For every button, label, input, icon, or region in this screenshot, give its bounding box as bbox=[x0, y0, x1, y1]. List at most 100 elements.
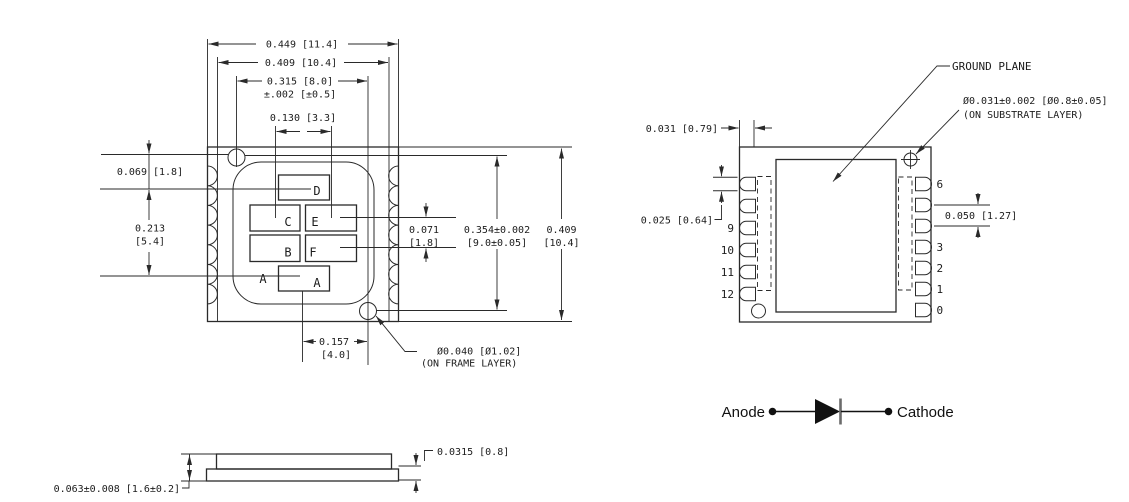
castellation-pad bbox=[739, 176, 756, 192]
label-connector bbox=[424, 450, 433, 461]
frame-hole-callout: Ø0.040 [Ø1.02] (ON FRAME LAYER) bbox=[375, 315, 521, 370]
pin-label-12: 12 bbox=[721, 288, 734, 301]
pad-f bbox=[304, 234, 358, 263]
dim-label: 0.063±0.008 [1.6±0.2] bbox=[54, 484, 180, 495]
callout-note: (ON FRAME LAYER) bbox=[421, 359, 517, 370]
dim-label: 0.409 [10.4] bbox=[265, 58, 337, 69]
castellation-pad bbox=[739, 220, 756, 236]
anode-dot bbox=[768, 407, 777, 416]
label-connector bbox=[182, 481, 190, 489]
leader-line bbox=[832, 65, 950, 182]
pin-labels-right: 6 3 2 1 0 bbox=[937, 178, 944, 317]
leader-line bbox=[915, 109, 960, 155]
dim-label-mm: [1.8] bbox=[409, 238, 439, 249]
dim-fiducial-spacing-x: 0.315 [8.0] ±.002 [±0.5] bbox=[236, 76, 369, 365]
frame-layer bbox=[215, 453, 393, 470]
ground-plane bbox=[775, 158, 897, 313]
ground-plane-callout: GROUND PLANE bbox=[832, 60, 1031, 182]
dim-body-height: 0.409 [10.4] bbox=[398, 146, 580, 322]
pad-label-f: F bbox=[309, 246, 316, 260]
pad-label-d: D bbox=[313, 184, 320, 198]
dim-label: 0.213 bbox=[135, 224, 165, 235]
dim-total-thickness: 0.063±0.008 [1.6±0.2] bbox=[54, 453, 217, 495]
substrate-hole-callout: Ø0.031±0.002 [Ø0.8±0.05] (ON SUBSTRATE L… bbox=[915, 95, 1108, 155]
side-view: 0.063±0.008 [1.6±0.2] 0.0315 [0.8] bbox=[54, 447, 510, 495]
package-outline bbox=[206, 146, 400, 323]
pin-label-1: 1 bbox=[937, 283, 944, 296]
dim-label-mm: [9.0±0.05] bbox=[467, 238, 527, 249]
castellation-pad bbox=[739, 264, 756, 280]
dim-label-mm: [4.0] bbox=[321, 350, 351, 361]
substrate-pad-boundary-left bbox=[757, 176, 772, 291]
pad-label-a: A bbox=[313, 276, 321, 290]
castellation-pads-left bbox=[739, 176, 756, 302]
dim-label: 0.071 bbox=[409, 225, 439, 236]
dim-pad-width: 0.025 [0.64] bbox=[641, 165, 738, 227]
frame-layer-outline bbox=[232, 161, 375, 305]
diode-triangle-icon bbox=[815, 399, 840, 424]
top-view: D C E B F A 0.449 [11.4] 0.409 [10.4] 0.… bbox=[100, 39, 580, 370]
substrate-layer bbox=[205, 468, 400, 482]
dim-fiducial-spacing-y: 0.354±0.002 [9.0±0.05] bbox=[245, 155, 530, 311]
pad-e bbox=[304, 204, 358, 232]
dim-label: 0.031 [0.79] bbox=[646, 124, 718, 135]
cathode-label: Cathode bbox=[897, 404, 954, 421]
callout-label: GROUND PLANE bbox=[952, 60, 1031, 73]
leader-line bbox=[375, 315, 417, 352]
castellation-pad bbox=[739, 286, 756, 302]
castellation-pad bbox=[915, 302, 932, 318]
dim-pad-pitch-x: 0.130 [3.3] bbox=[270, 113, 336, 218]
bottom-view: 9 10 11 12 6 3 2 1 0 0.031 [0.79] 0.025 … bbox=[641, 60, 1108, 323]
castellation-pad bbox=[915, 197, 932, 213]
cathode-dot bbox=[884, 407, 893, 416]
dim-label-mm: [5.4] bbox=[135, 237, 165, 248]
callout-note: (ON SUBSTRATE LAYER) bbox=[963, 110, 1083, 121]
dim-label: 0.354±0.002 bbox=[464, 225, 530, 236]
dim-label: 0.157 bbox=[319, 337, 349, 348]
pin-label-3: 3 bbox=[937, 241, 944, 254]
row-label-a: A bbox=[259, 272, 267, 286]
anode-label: Anode bbox=[722, 404, 765, 421]
castellation-pads-right bbox=[915, 176, 932, 318]
dim-label: 0.315 [8.0] bbox=[267, 77, 333, 88]
castellation-pad bbox=[915, 239, 932, 255]
castellation-pad bbox=[915, 176, 932, 192]
dim-pad-pitch-y: 0.071 [1.8] bbox=[340, 203, 456, 262]
fiducial-crosshair bbox=[901, 150, 920, 169]
castellation-pad bbox=[915, 281, 932, 297]
dim-label-tolerance: ±.002 [±0.5] bbox=[264, 90, 336, 101]
dim-layer-thickness: 0.0315 [0.8] bbox=[398, 447, 509, 493]
dim-label: 0.069 [1.8] bbox=[117, 167, 183, 178]
pin-label-9: 9 bbox=[727, 222, 734, 235]
pin-label-6: 6 bbox=[937, 178, 944, 191]
dim-left-height: 0.213 [5.4] bbox=[100, 190, 300, 277]
dim-label: 0.025 [0.64] bbox=[641, 216, 713, 227]
callout-label: Ø0.031±0.002 [Ø0.8±0.05] bbox=[963, 95, 1108, 107]
dim-label-mm: [10.4] bbox=[543, 238, 579, 249]
dim-label: 0.130 [3.3] bbox=[270, 113, 336, 124]
pin-label-0: 0 bbox=[937, 304, 944, 317]
dim-top-offset: 0.069 [1.8] bbox=[100, 140, 311, 190]
dim-label: 0.449 [11.4] bbox=[266, 40, 338, 51]
castellation-pad bbox=[915, 260, 932, 276]
pad-label-c: C bbox=[284, 215, 291, 229]
dim-bottom-offset: 0.157 [4.0] bbox=[302, 291, 367, 362]
dim-pin-pitch: 0.050 [1.27] bbox=[934, 193, 1017, 238]
pad-d bbox=[277, 174, 331, 201]
pad-b bbox=[249, 234, 301, 263]
substrate-pad-boundary-right bbox=[898, 176, 913, 291]
dim-label: 0.0315 [0.8] bbox=[437, 447, 509, 458]
mount-hole-circle bbox=[751, 303, 766, 319]
pad-c bbox=[249, 204, 301, 232]
pin-label-10: 10 bbox=[721, 244, 734, 257]
dim-label: 0.050 [1.27] bbox=[945, 211, 1017, 222]
callout-label: Ø0.040 [Ø1.02] bbox=[437, 346, 521, 358]
dim-overall-width: 0.449 [11.4] bbox=[207, 39, 399, 147]
package-outline bbox=[738, 146, 932, 323]
label-connector bbox=[714, 205, 722, 220]
pin-label-2: 2 bbox=[937, 262, 944, 275]
castellation-right-wave bbox=[388, 165, 399, 305]
dim-label: 0.409 bbox=[546, 225, 576, 236]
pin-label-11: 11 bbox=[721, 266, 734, 279]
